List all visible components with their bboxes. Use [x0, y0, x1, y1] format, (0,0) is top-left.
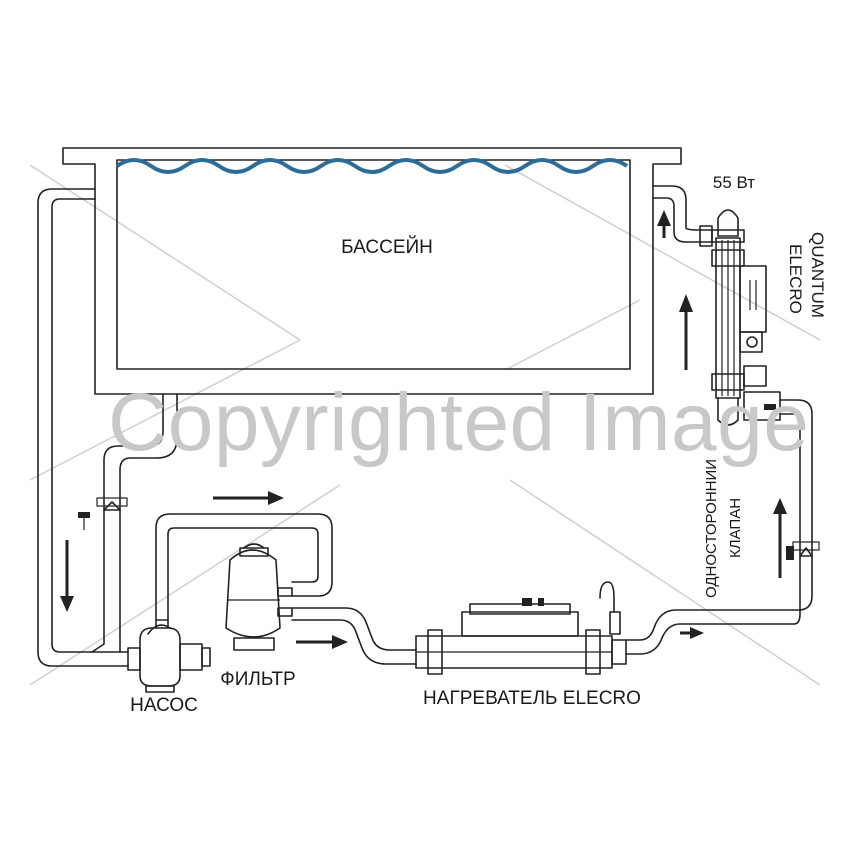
filter-label: ФИЛЬТР	[220, 669, 295, 690]
left-return-pipe	[37, 188, 129, 667]
power-label: 55 Вт	[713, 173, 755, 192]
heater-to-uv-pipe	[625, 399, 820, 655]
uv-unit	[711, 209, 781, 426]
flow-arrow-up-uv	[679, 294, 693, 370]
flow-arrow-right-top	[213, 491, 284, 505]
watermark-text: Copyrighted Image	[108, 377, 809, 468]
flow-arrow-up-right	[773, 498, 787, 578]
uv-label-line1: ELECRO	[786, 244, 805, 314]
pump-label: НАСОС	[130, 695, 198, 716]
flow-arrow-up-top	[657, 210, 671, 238]
electric-heater	[415, 581, 627, 675]
uv-to-pool-pipe	[652, 185, 713, 247]
water-surface	[115, 158, 629, 174]
flow-arrow-down	[60, 540, 74, 612]
flow-arrow-right-mid	[296, 635, 348, 649]
sand-filter	[225, 543, 293, 651]
pump-to-filter-pipe	[155, 513, 333, 621]
bottom-drain-pipe	[78, 393, 178, 653]
flow-arrow-right-bottom	[680, 627, 704, 639]
pool-label: БАССЕЙН	[341, 236, 433, 258]
valve-label-line1: ОДНОСТОРОННИИ	[703, 459, 720, 598]
filter-to-heater-pipe	[291, 607, 417, 665]
valve-label-line2: КЛАПАН	[727, 498, 744, 558]
uv-label-line2: QUANTUM	[808, 232, 827, 318]
pool-basin	[62, 147, 682, 395]
pump	[127, 619, 211, 693]
heater-label: НАГРЕВАТЕЛЬ ELECRO	[423, 688, 641, 709]
